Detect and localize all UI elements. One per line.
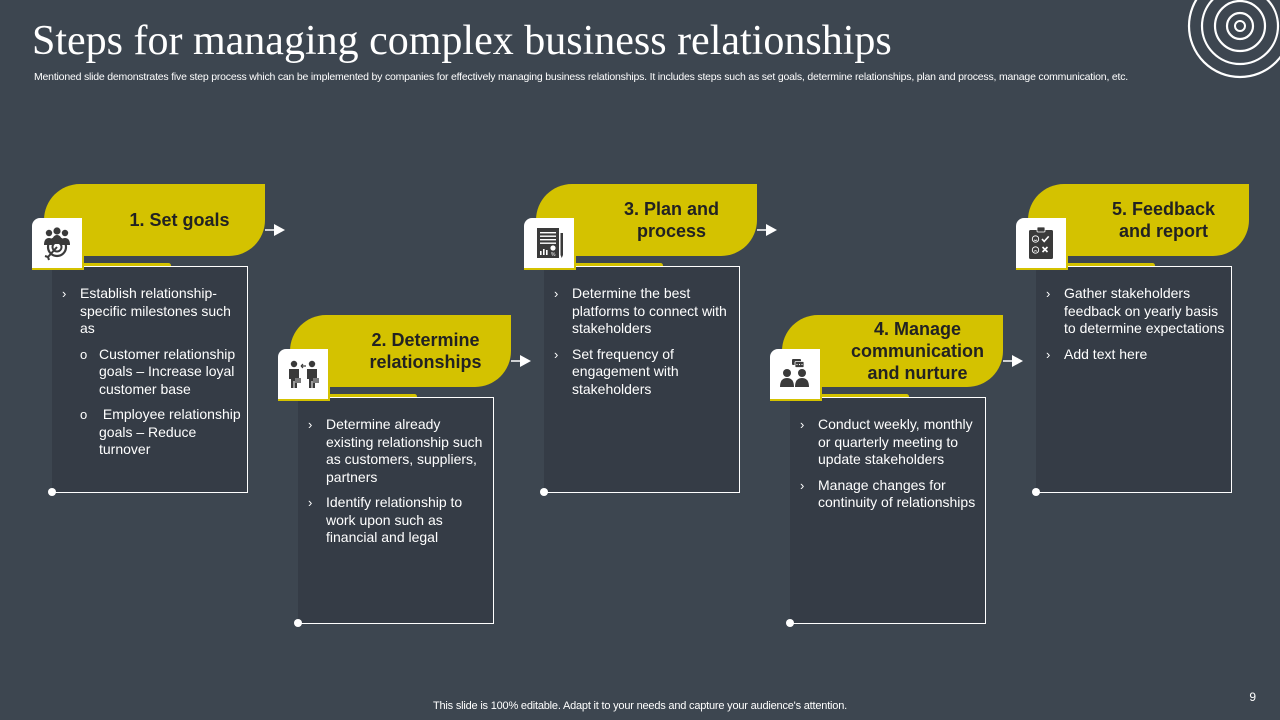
step-title: 4. Manage communication and nurture — [850, 319, 984, 383]
footer-note: This slide is 100% editable. Adapt it to… — [433, 700, 847, 712]
financial-report-icon: % — [537, 228, 563, 258]
step-icon-box — [770, 349, 822, 401]
concentric-target-icon — [1187, 0, 1280, 79]
chevron-right-icon: › — [554, 286, 559, 301]
bullet-text: Establish relationship-specific mileston… — [80, 285, 231, 336]
step-title: 5. Feedback and report — [1111, 199, 1216, 241]
bullet-text: Conduct weekly, monthly or quarterly mee… — [818, 416, 973, 467]
sub-bullet-list: o Customer relationship goals – Increase… — [80, 346, 243, 459]
bullet-list: › Conduct weekly, monthly or quarterly m… — [798, 416, 981, 520]
chevron-right-icon: › — [1046, 346, 1051, 362]
bullet-text: Add text here — [1064, 345, 1148, 362]
sub-bullet-text: Customer relationship goals – Increase l… — [99, 345, 236, 397]
step-icon-box — [278, 349, 330, 401]
step-title: 1. Set goals — [129, 210, 230, 230]
bullet-text: Gather stakeholders feedback on yearly b… — [1064, 285, 1225, 336]
arrow-right-icon — [1003, 355, 1023, 367]
step-card-5: 5. Feedback and report › Gather stakehol… — [1016, 184, 1249, 514]
step-body: › Determine already existing relationshi… — [298, 397, 494, 624]
sub-bullet-item: o Customer relationship goals – Increase… — [80, 346, 243, 399]
bullet-text: Determine the best platforms to connect … — [572, 285, 727, 336]
bullet-item: › Establish relationship-specific milest… — [60, 285, 243, 459]
arrow-right-icon — [265, 224, 285, 236]
slide-title: Steps for managing complex business rela… — [32, 18, 892, 64]
step-icon-box — [32, 218, 84, 270]
bullet-text: Manage changes for continuity of relatio… — [818, 476, 976, 511]
accent-strip — [1068, 263, 1155, 268]
timeline-dot — [48, 488, 56, 496]
bullet-list: › Determine the best platforms to connec… — [552, 285, 735, 406]
bullet-text: Determine already existing relationship … — [326, 416, 483, 485]
accent-strip — [822, 394, 909, 399]
bullet-item: › Add text here — [1044, 346, 1227, 364]
chevron-right-icon: › — [1046, 286, 1051, 301]
step-title: 2. Determine relationships — [369, 330, 482, 372]
step-title: 3. Plan and process — [623, 199, 720, 241]
chevron-right-icon: › — [308, 417, 313, 432]
feedback-clipboard-icon — [1029, 226, 1053, 259]
step-card-4: 4. Manage communication and nurture › Co… — [770, 315, 1023, 645]
step-body: › Determine the best platforms to connec… — [544, 266, 740, 493]
accent-strip — [84, 263, 171, 268]
svg-text:%: % — [551, 252, 556, 258]
arrow-right-icon — [511, 355, 531, 367]
timeline-dot — [294, 619, 302, 627]
step-body: › Gather stakeholders feedback on yearly… — [1036, 266, 1232, 493]
step-card-2: 2. Determine relationships › Determine a… — [278, 315, 531, 645]
step-body: › Establish relationship-specific milest… — [52, 266, 248, 493]
circle-bullet-icon: o — [80, 407, 88, 422]
bullet-item: › Manage changes for continuity of relat… — [798, 477, 981, 512]
bullet-item: › Conduct weekly, monthly or quarterly m… — [798, 416, 981, 469]
chevron-right-icon: › — [800, 417, 805, 432]
timeline-dot — [540, 488, 548, 496]
step-icon-box — [1016, 218, 1068, 270]
bullet-item: › Gather stakeholders feedback on yearly… — [1044, 285, 1227, 338]
chevron-right-icon: › — [554, 346, 559, 362]
sub-bullet-text: Employee relationship goals – Reduce tur… — [99, 406, 245, 457]
bullet-text: Identify relationship to work upon such … — [326, 494, 463, 545]
bullet-item: › Set frequency of engagement with stake… — [552, 346, 735, 399]
accent-strip — [576, 263, 663, 268]
bullet-text: Set frequency of engagement with stakeho… — [572, 345, 679, 397]
step-icon-box: % — [524, 218, 576, 270]
step-card-1: 1. Set goals › Establish relationship-sp… — [32, 184, 285, 514]
page-number: 9 — [1249, 690, 1256, 704]
slide-subtitle: Mentioned slide demonstrates five step p… — [34, 71, 1128, 83]
circle-bullet-icon: o — [80, 346, 88, 362]
bullet-list: › Gather stakeholders feedback on yearly… — [1044, 285, 1227, 371]
step-card-3: 3. Plan and process › Determine the best… — [524, 184, 777, 514]
team-target-icon — [44, 227, 70, 261]
people-chat-icon — [780, 359, 809, 387]
bullet-list: › Determine already existing relationshi… — [306, 416, 489, 555]
bullet-item: › Determine the best platforms to connec… — [552, 285, 735, 338]
chevron-right-icon: › — [62, 286, 67, 301]
chevron-right-icon: › — [800, 477, 805, 493]
business-people-exchange-icon — [289, 360, 319, 388]
step-body: › Conduct weekly, monthly or quarterly m… — [790, 397, 986, 624]
bullet-item: › Determine already existing relationshi… — [306, 416, 489, 486]
accent-strip — [330, 394, 417, 399]
chevron-right-icon: › — [308, 495, 313, 510]
arrow-right-icon — [757, 224, 777, 236]
timeline-dot — [786, 619, 794, 627]
bullet-list: › Establish relationship-specific milest… — [60, 285, 243, 467]
sub-bullet-item: o Employee relationship goals – Reduce t… — [80, 406, 243, 459]
timeline-dot — [1032, 488, 1040, 496]
bullet-item: › Identify relationship to work upon suc… — [306, 494, 489, 547]
